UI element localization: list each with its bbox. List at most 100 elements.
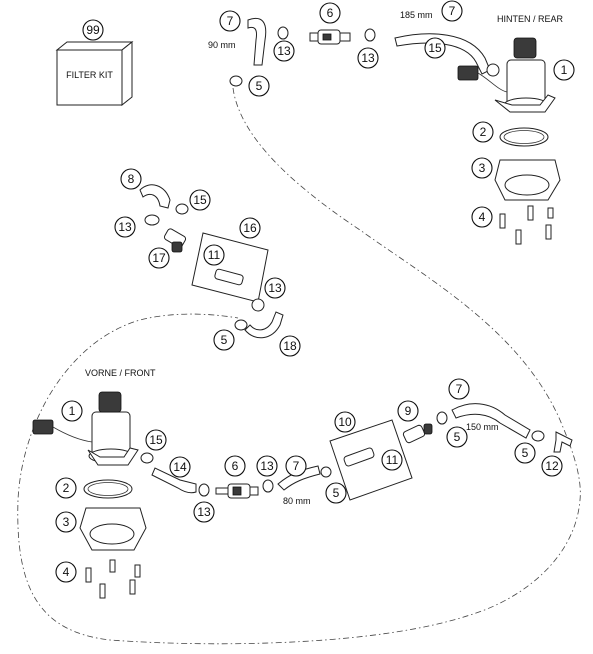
hose-80mm — [277, 465, 321, 491]
callout-13-top-b: 13 — [357, 47, 379, 69]
svg-text:15: 15 — [149, 433, 163, 447]
hose-90mm — [247, 17, 267, 66]
svg-text:5: 5 — [256, 79, 263, 93]
callout-14: 14 — [169, 456, 191, 478]
connector-17 — [163, 228, 187, 253]
o-ring-rear — [499, 127, 549, 147]
svg-text:2: 2 — [63, 481, 70, 495]
callout-2-front: 2 — [55, 477, 77, 499]
svg-text:10: 10 — [338, 415, 352, 429]
svg-text:5: 5 — [221, 333, 228, 347]
filter-box-16 — [191, 232, 269, 303]
svg-text:3: 3 — [63, 515, 70, 529]
svg-text:6: 6 — [232, 459, 239, 473]
svg-text:13: 13 — [118, 220, 132, 234]
filter-kit-label: FILTER KIT — [66, 70, 113, 80]
callout-7-bottom-left: 7 — [285, 455, 307, 477]
svg-text:12: 12 — [545, 459, 559, 473]
filter-kit-box: FILTER KIT — [55, 40, 134, 107]
o-ring-rear-inner — [503, 130, 545, 144]
clamp-15-mid — [175, 203, 189, 215]
clamp-13-front-b — [262, 479, 274, 493]
length-90-label: 90 mm — [208, 40, 236, 50]
svg-text:8: 8 — [128, 172, 135, 186]
fuel-pump-rear — [457, 37, 556, 113]
svg-text:99: 99 — [86, 23, 100, 37]
callout-17: 17 — [148, 247, 170, 269]
pump-bracket-front — [79, 507, 147, 551]
clamp-13-mid — [144, 214, 160, 226]
svg-text:1: 1 — [561, 63, 568, 77]
callout-5-top: 5 — [248, 75, 270, 97]
callout-15-front: 15 — [145, 429, 167, 451]
clamp-15-front — [140, 452, 154, 464]
svg-text:7: 7 — [293, 459, 300, 473]
svg-text:15: 15 — [193, 193, 207, 207]
clamp-5-right — [436, 411, 448, 425]
connector-9 — [402, 423, 433, 444]
pump-bracket-rear — [494, 159, 561, 201]
svg-text:11: 11 — [208, 248, 221, 262]
filter-box-10 — [329, 419, 413, 501]
svg-text:15: 15 — [428, 41, 442, 55]
o-ring-front-inner — [87, 482, 129, 496]
clamps-top — [229, 26, 500, 87]
svg-text:3: 3 — [479, 161, 486, 175]
callout-1-rear: 1 — [553, 59, 575, 81]
hose-150mm — [451, 403, 531, 439]
hose-8 — [139, 184, 171, 209]
svg-text:7: 7 — [449, 4, 456, 18]
callout-9: 9 — [397, 400, 419, 422]
check-valve-6-top — [309, 29, 351, 45]
callout-13-lower: 13 — [264, 277, 286, 299]
svg-text:9: 9 — [405, 404, 412, 418]
screws-rear — [499, 205, 554, 245]
svg-text:18: 18 — [283, 339, 297, 353]
callout-2-rear: 2 — [472, 121, 494, 143]
clamp-13-front-a — [198, 483, 210, 497]
callout-12: 12 — [541, 455, 563, 477]
svg-text:7: 7 — [227, 14, 234, 28]
callout-16: 16 — [239, 217, 261, 239]
callout-99: 99 — [82, 19, 104, 41]
front-label: VORNE / FRONT — [85, 368, 156, 378]
callout-4-front: 4 — [55, 561, 77, 583]
o-ring-front — [83, 479, 133, 499]
callout-10: 10 — [334, 411, 356, 433]
screws-front — [85, 559, 141, 599]
svg-text:4: 4 — [479, 210, 486, 224]
check-valve-6-bottom — [215, 483, 259, 499]
svg-text:5: 5 — [454, 430, 461, 444]
svg-text:17: 17 — [152, 251, 166, 265]
svg-text:13: 13 — [268, 281, 282, 295]
callout-3-rear: 3 — [471, 157, 493, 179]
callout-1-front: 1 — [61, 400, 83, 422]
svg-text:5: 5 — [522, 446, 529, 460]
callout-5-far-right: 5 — [514, 442, 536, 464]
svg-text:5: 5 — [333, 486, 340, 500]
svg-text:6: 6 — [327, 6, 334, 20]
hose-185mm — [394, 33, 491, 75]
callout-18: 18 — [279, 335, 301, 357]
callout-13-mid: 13 — [114, 216, 136, 238]
svg-text:2: 2 — [480, 125, 487, 139]
hose-18 — [244, 311, 284, 339]
svg-text:7: 7 — [456, 382, 463, 396]
callout-5-lower: 5 — [213, 329, 235, 351]
t-piece-12 — [553, 431, 573, 453]
callout-8: 8 — [120, 168, 142, 190]
callout-3-front: 3 — [55, 511, 77, 533]
callout-11-front: 11 — [381, 449, 403, 471]
callout-5-front: 5 — [325, 482, 347, 504]
svg-text:13: 13 — [277, 44, 291, 58]
callout-7-bottom-right: 7 — [448, 378, 470, 400]
fuel-pump-front — [32, 391, 139, 466]
callout-6-bottom: 6 — [224, 455, 246, 477]
length-80-label: 80 mm — [283, 496, 311, 506]
callout-13-top-a: 13 — [273, 40, 295, 62]
svg-text:13: 13 — [361, 51, 375, 65]
callout-7-top-right: 7 — [441, 0, 463, 22]
clamp-5-far-right — [531, 430, 545, 442]
svg-text:13: 13 — [197, 505, 211, 519]
